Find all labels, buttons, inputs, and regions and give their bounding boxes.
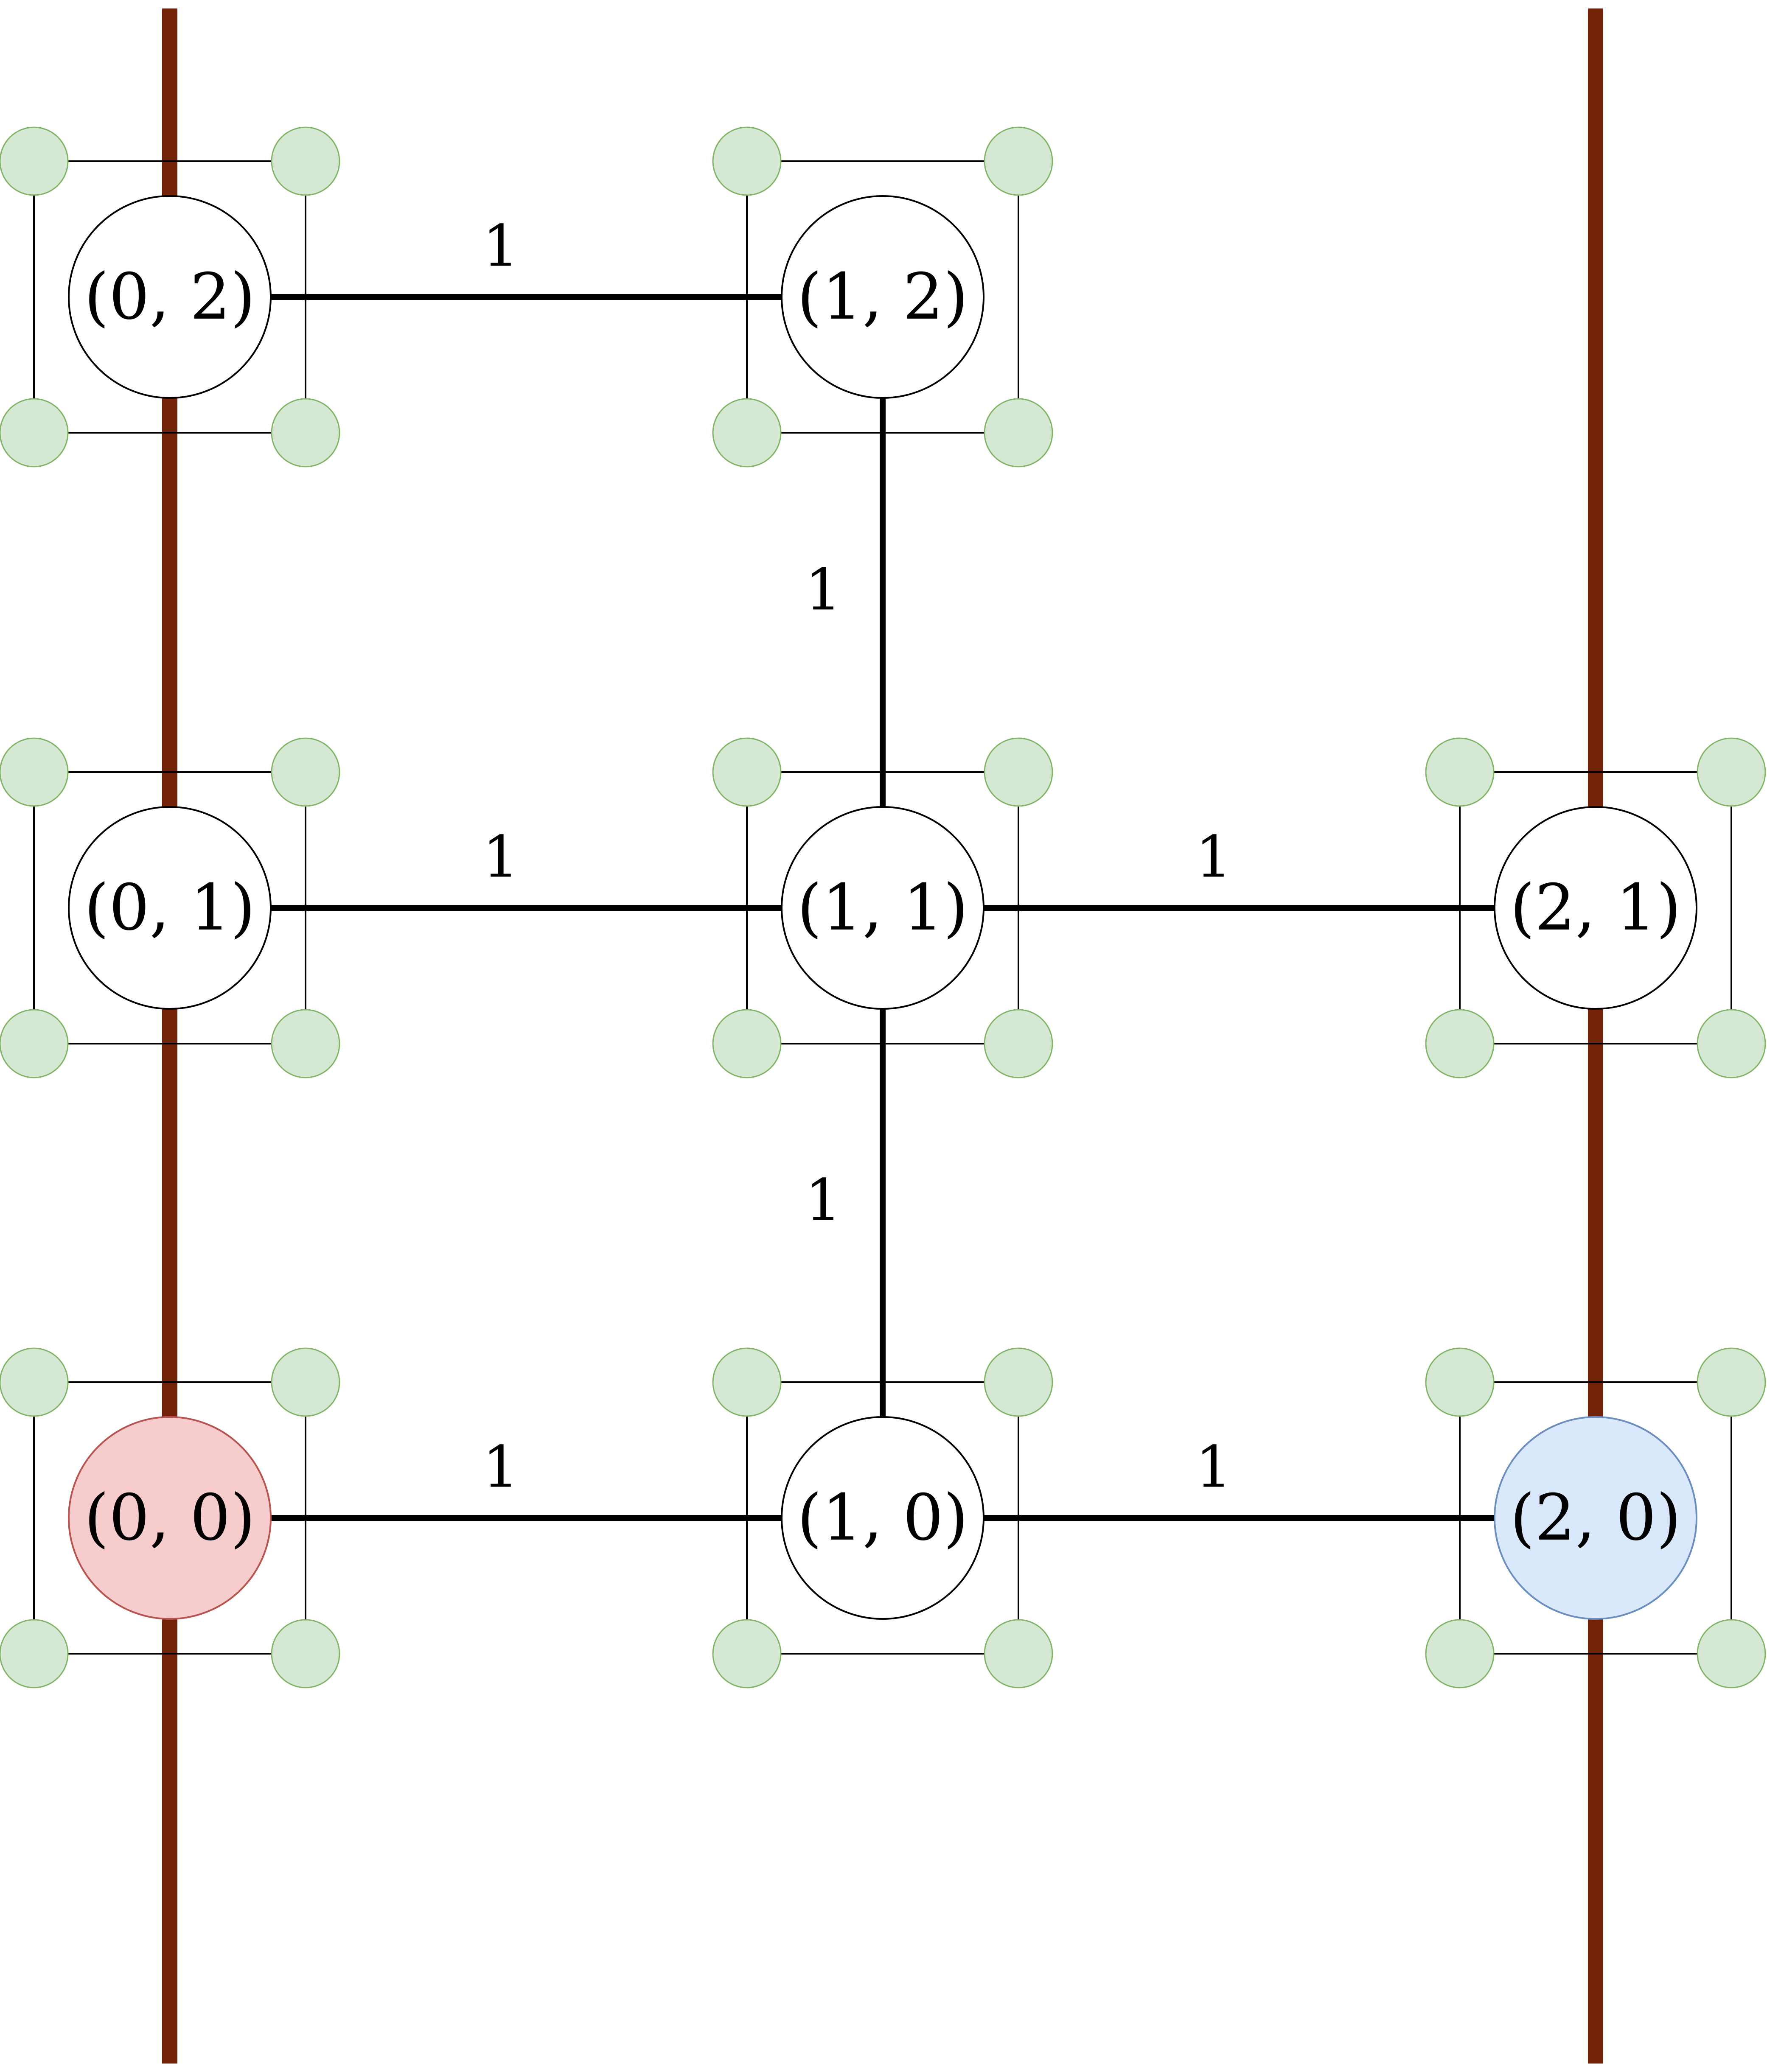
edge-weight-label: 1 xyxy=(805,1167,841,1234)
node-label-n10: (1, 0) xyxy=(797,1481,968,1555)
corner-dot-n10-top-left xyxy=(712,1347,782,1417)
corner-dot-n00-top-right xyxy=(271,1347,340,1417)
corner-dot-n00-bottom-right xyxy=(271,1619,340,1688)
corner-dot-n12-top-right xyxy=(984,126,1053,196)
node-n12: (1, 2) xyxy=(781,195,984,399)
node-circle-n10 xyxy=(781,1416,984,1620)
node-n02: (0, 2) xyxy=(68,195,272,399)
edge-weight-label: 1 xyxy=(482,213,519,280)
corner-dot-n10-bottom-right xyxy=(984,1619,1053,1688)
node-circle-n00 xyxy=(68,1416,272,1620)
node-n21: (2, 1) xyxy=(1494,806,1697,1010)
node-label-n00: (0, 0) xyxy=(84,1481,255,1555)
node-label-n02: (0, 2) xyxy=(84,260,255,334)
node-circle-n20 xyxy=(1494,1416,1697,1620)
corner-dot-n11-top-right xyxy=(984,737,1053,807)
corner-dots-layer xyxy=(0,126,1766,1688)
corner-dot-n01-top-left xyxy=(0,737,69,807)
node-n01: (0, 1) xyxy=(68,806,272,1010)
corner-dot-n11-top-left xyxy=(712,737,782,807)
node-circle-n02 xyxy=(68,195,272,399)
edge-weight-label: 1 xyxy=(805,557,841,623)
corner-dot-n01-top-right xyxy=(271,737,340,807)
corner-dot-n02-bottom-right xyxy=(271,398,340,468)
corner-dot-n01-bottom-left xyxy=(0,1009,69,1078)
corner-dot-n21-top-left xyxy=(1425,737,1495,807)
corner-dot-n11-bottom-right xyxy=(984,1009,1053,1078)
node-n20: (2, 0) xyxy=(1494,1416,1697,1620)
corner-dot-n10-bottom-left xyxy=(712,1619,782,1688)
rail-right xyxy=(1588,8,1603,2064)
node-n00: (0, 0) xyxy=(68,1416,272,1620)
corner-dot-n01-bottom-right xyxy=(271,1009,340,1078)
corner-dot-n21-top-right xyxy=(1697,737,1766,807)
edge-weight-label: 1 xyxy=(482,1434,519,1501)
node-circle-n11 xyxy=(781,806,984,1010)
corner-dot-n00-top-left xyxy=(0,1347,69,1417)
corner-dot-n21-bottom-right xyxy=(1697,1009,1766,1078)
corner-dot-n20-top-left xyxy=(1425,1347,1495,1417)
corner-dot-n02-bottom-left xyxy=(0,398,69,468)
node-n10: (1, 0) xyxy=(781,1416,984,1620)
corner-dot-n12-bottom-left xyxy=(712,398,782,468)
corner-dot-n21-bottom-left xyxy=(1425,1009,1495,1078)
node-circle-n01 xyxy=(68,806,272,1010)
node-label-n01: (0, 1) xyxy=(84,871,255,945)
edge-weight-label: 1 xyxy=(1195,824,1232,890)
corner-dot-n20-bottom-left xyxy=(1425,1619,1495,1688)
corner-dot-n00-bottom-left xyxy=(0,1619,69,1688)
node-label-n12: (1, 2) xyxy=(797,260,968,334)
node-label-n21: (2, 1) xyxy=(1510,871,1681,945)
corner-dot-n12-top-left xyxy=(712,126,782,196)
corner-dot-n20-top-right xyxy=(1697,1347,1766,1417)
corner-dot-n12-bottom-right xyxy=(984,398,1053,468)
node-circle-n21 xyxy=(1494,806,1697,1010)
edges-layer: 1 1 1 1 1 1 1 xyxy=(170,213,1596,1521)
node-circle-n12 xyxy=(781,195,984,399)
node-label-n11: (1, 1) xyxy=(797,871,968,945)
corner-dot-n02-top-right xyxy=(271,126,340,196)
node-label-n20: (2, 0) xyxy=(1510,1481,1681,1555)
edge-weight-label: 1 xyxy=(1195,1434,1232,1501)
nodes-layer: (0, 2) (1, 2) (0, 1) (1, 1) (2, 1) (0, 0) (1, … xyxy=(68,195,1697,1620)
corner-dot-n20-bottom-right xyxy=(1697,1619,1766,1688)
corner-dot-n10-top-right xyxy=(984,1347,1053,1417)
corner-dot-n11-bottom-left xyxy=(712,1009,782,1078)
edge-weight-label: 1 xyxy=(482,824,519,890)
corner-dot-n02-top-left xyxy=(0,126,69,196)
node-n11: (1, 1) xyxy=(781,806,984,1010)
